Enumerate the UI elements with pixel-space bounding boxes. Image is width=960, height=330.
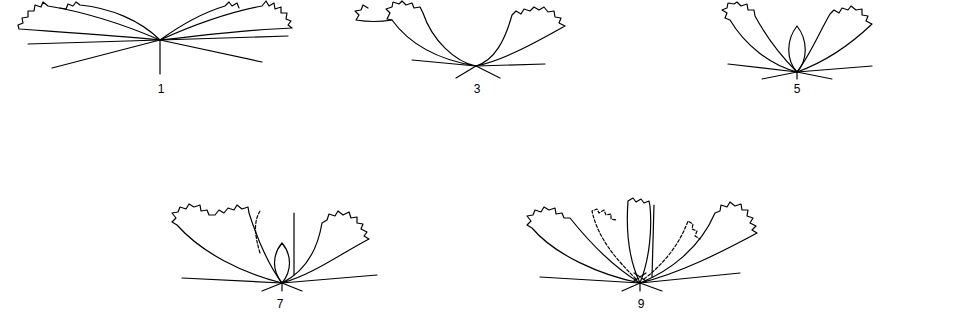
leaf-figure xyxy=(527,198,757,291)
callout-number: 5 xyxy=(794,82,801,96)
callout-number: 9 xyxy=(638,297,645,311)
leaf-figure xyxy=(355,1,565,78)
leaf-figure xyxy=(18,1,292,74)
callout-number: 1 xyxy=(158,82,165,96)
leaf-figure xyxy=(172,204,377,291)
callout-number: 7 xyxy=(277,297,284,311)
callout-number: 3 xyxy=(474,82,481,96)
leaf-figure xyxy=(722,2,872,79)
